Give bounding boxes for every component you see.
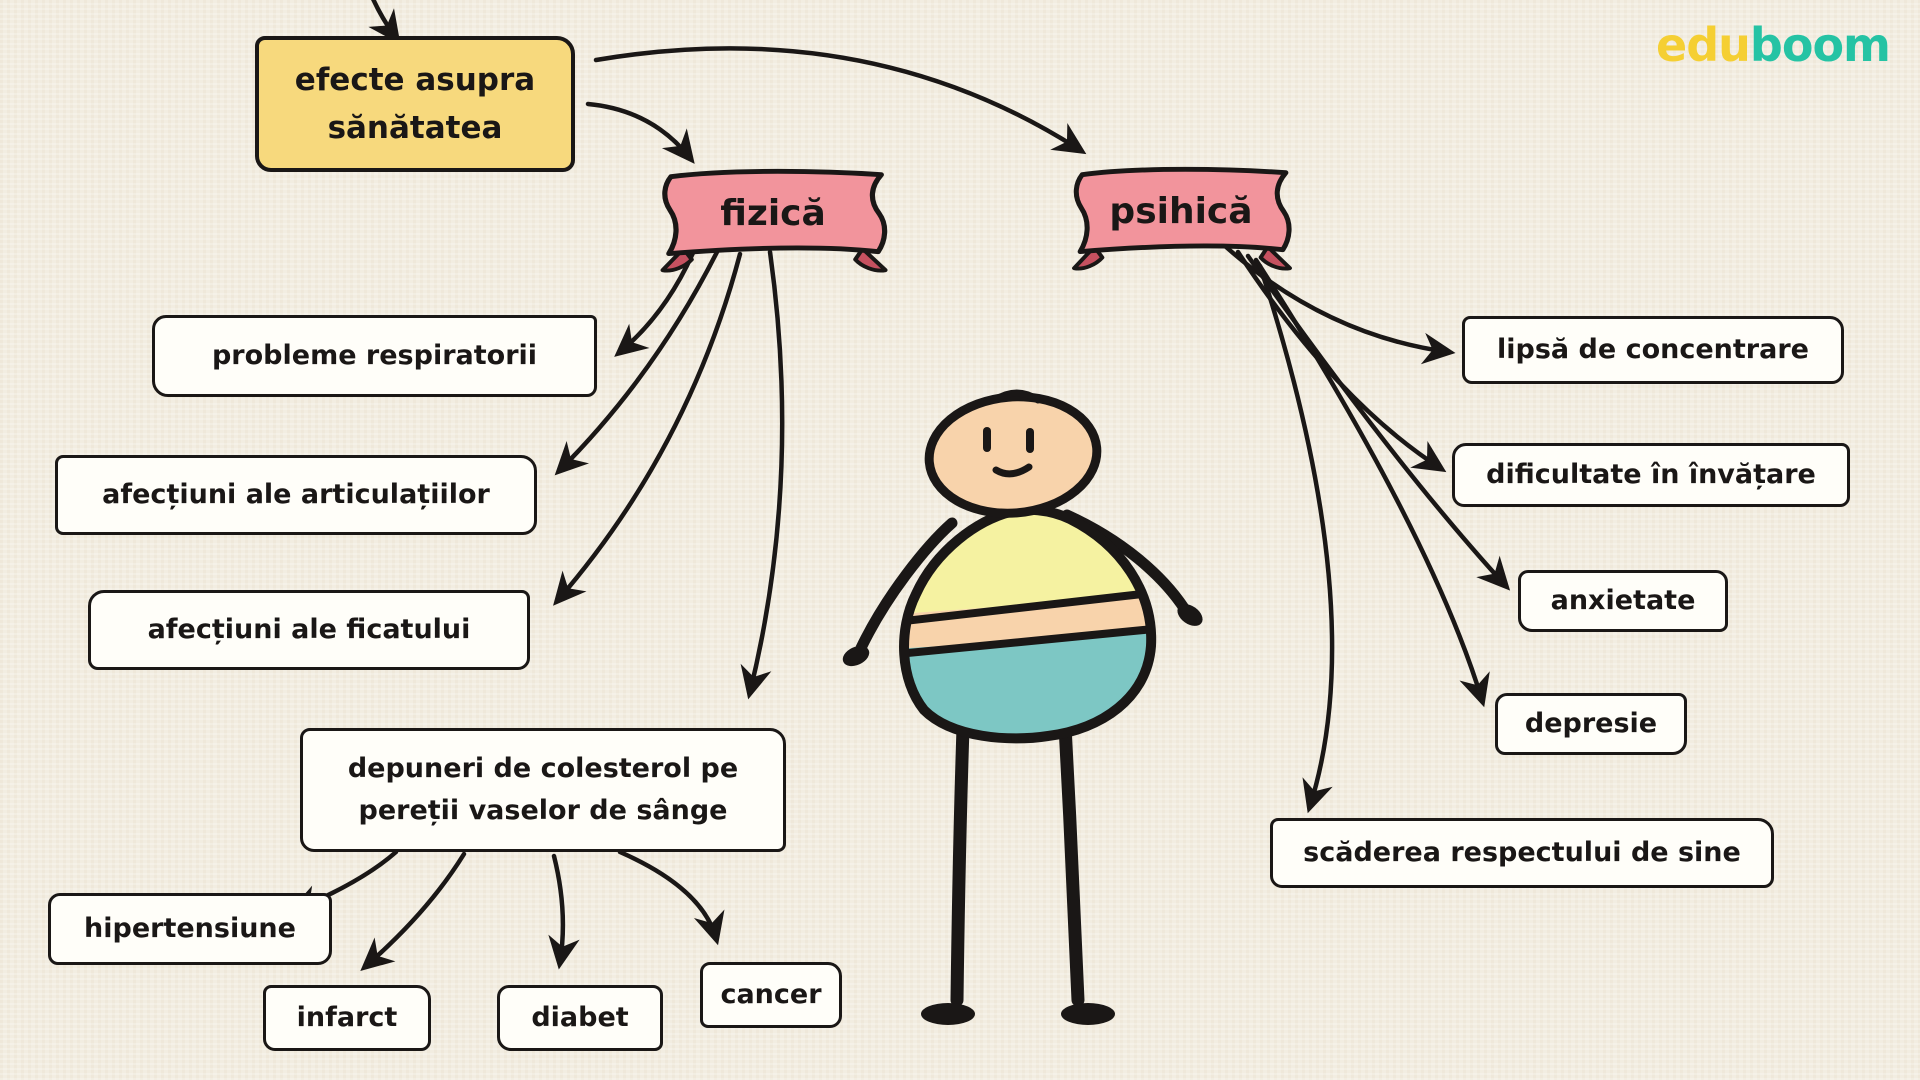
node-label: dificultate în învățare (1486, 459, 1816, 491)
node-afectiuni-ficat: afecțiuni ale ficatului (88, 590, 530, 670)
pants-line (904, 624, 1152, 658)
node-label: infarct (296, 1002, 398, 1034)
left-eye (983, 427, 991, 452)
torso-outline (899, 504, 1157, 744)
mouth (992, 463, 1033, 478)
arrow-colesterol-to-infarct (360, 851, 467, 971)
right-hand (1177, 604, 1203, 626)
node-dificultate-invatare: dificultate în învățare (1452, 443, 1850, 507)
node-label: afecțiuni ale ficatului (147, 614, 471, 646)
arrow-fizica-to-articulatii (554, 247, 721, 476)
node-label-line1: depuneri de colesterol pe (347, 753, 739, 785)
left-hand (842, 645, 870, 667)
node-colesterol: depuneri de colesterol pe pereții vaselo… (300, 728, 786, 852)
arrow-psihica-to-depresie (1253, 257, 1490, 708)
node-label: anxietate (1550, 585, 1696, 617)
ribbon-shape (1072, 166, 1292, 271)
node-label: depresie (1524, 708, 1658, 740)
node-label: probleme respiratorii (211, 340, 538, 372)
node-diabet: diabet (497, 985, 663, 1051)
arrow-fizica-to-ficat (553, 251, 743, 606)
eduboom-logo: eduboom (1656, 18, 1891, 72)
node-infarct: infarct (263, 985, 431, 1051)
node-label: afecțiuni ale articulațiilor (102, 479, 490, 511)
node-anxietate: anxietate (1518, 570, 1728, 632)
head (924, 392, 1102, 518)
left-leg (950, 721, 970, 1007)
node-scaderea-respectului: scăderea respectului de sine (1270, 818, 1774, 888)
node-afectiuni-articulatii: afecțiuni ale articulațiilor (55, 455, 537, 535)
node-probleme-respiratorii: probleme respiratorii (152, 315, 597, 397)
node-label: scăderea respectului de sine (1303, 837, 1741, 869)
node-hipertensiune: hipertensiune (48, 893, 332, 965)
branch-fizica: fizică (648, 165, 898, 277)
left-foot (921, 1003, 975, 1025)
node-root-efecte: efecte asupra sănătatea (255, 36, 575, 172)
shirt-hem-line (904, 588, 1152, 626)
node-label-line2: pereții vaselor de sânge (358, 795, 728, 826)
arrow-root-to-psihica (593, 46, 1087, 155)
arrow-colesterol-to-cancer (617, 849, 725, 946)
node-depresie: depresie (1495, 693, 1687, 755)
node-label: cancer (720, 979, 822, 1011)
figure-person (842, 389, 1203, 1025)
node-label: hipertensiune (84, 913, 296, 945)
root-label-line2: sănătatea (327, 110, 503, 146)
arrow-psihica-to-scaderea (1257, 263, 1335, 814)
left-arm (855, 517, 958, 654)
logo-boom: boom (1749, 18, 1891, 72)
node-label: diabet (531, 1002, 629, 1034)
arrow-colesterol-to-diabet (548, 853, 580, 970)
node-label: lipsă de concentrare (1497, 334, 1809, 366)
logo-edu: edu (1656, 18, 1751, 72)
branch-fizica-label: fizică (720, 192, 826, 234)
root-label-line1: efecte asupra (294, 61, 536, 98)
arrow-fizica-to-colesterol (740, 249, 785, 700)
node-lipsa-concentrare: lipsă de concentrare (1462, 316, 1844, 384)
right-eye (1026, 428, 1034, 453)
ribbon-shape (660, 168, 888, 273)
branch-psihica-label: psihică (1109, 190, 1253, 232)
right-foot (1061, 1003, 1115, 1025)
arrow-top-to-root (368, 0, 401, 45)
branch-psihica: psihică (1060, 163, 1302, 275)
node-cancer: cancer (700, 962, 842, 1028)
right-leg (1058, 719, 1085, 1007)
hair (991, 389, 1042, 404)
arrow-root-to-fizica (585, 101, 695, 164)
